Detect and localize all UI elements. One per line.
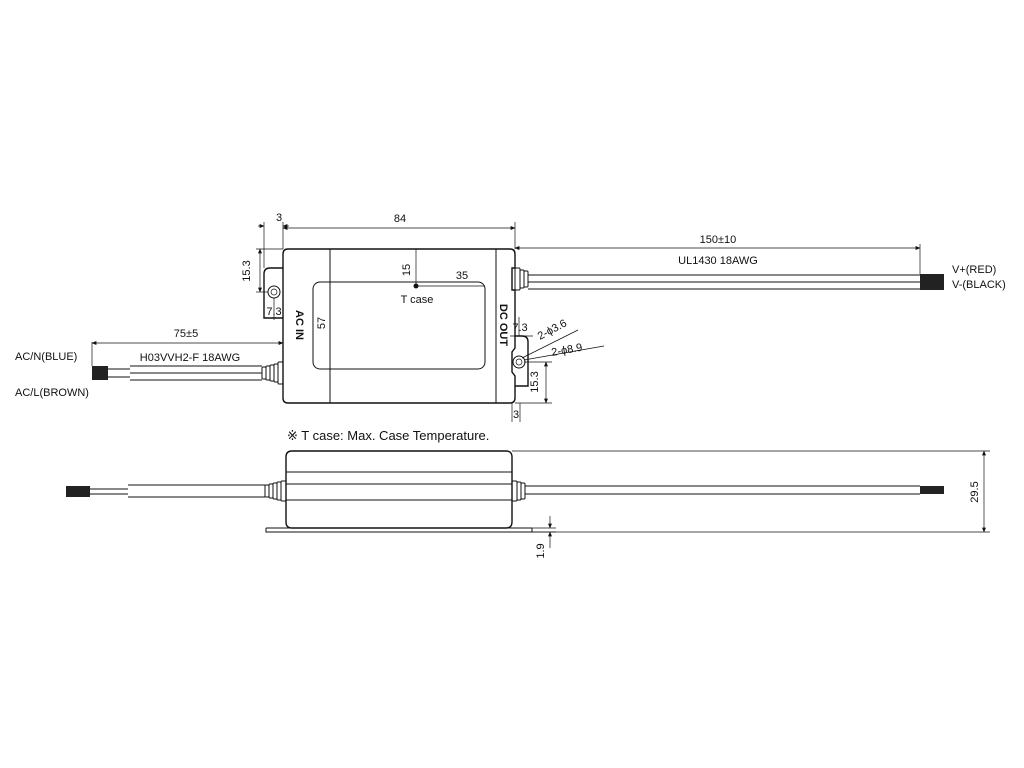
side-dc-cable <box>525 485 944 495</box>
side-dc-strain-relief <box>511 480 526 502</box>
ac-strain-relief <box>261 361 284 385</box>
v-plus-label: V+(RED) <box>952 264 996 276</box>
dc-strain-relief <box>514 267 529 291</box>
dim-hole-large: 2-ϕ8.9 <box>550 342 583 359</box>
dc-stripped-ends <box>920 274 944 290</box>
dim-ac-cable-length: 75±5 <box>174 328 198 340</box>
v-minus-label: V-(BLACK) <box>952 279 1006 291</box>
dim-left-hole-vertical: 15.3 <box>241 260 253 281</box>
right-mounting-hole-inner <box>515 358 523 366</box>
top-label-recess <box>312 281 486 370</box>
dim-tcase-vertical: 15 <box>401 264 413 276</box>
side-body-outline <box>285 450 513 529</box>
left-mounting-tab <box>263 267 283 319</box>
dc-cable-type: UL1430 18AWG <box>678 255 758 267</box>
dc-output-cable <box>528 274 944 290</box>
dim-tab-thickness: 1.9 <box>535 543 547 558</box>
dim-body-height: 57 <box>316 317 328 329</box>
ac-in-label: AC IN <box>293 310 305 340</box>
dim-hole-small: 2-ϕ3.6 <box>536 317 569 342</box>
ac-n-label: AC/N(BLUE) <box>15 351 77 363</box>
top-body-outline <box>282 248 516 404</box>
dim-body-length: 84 <box>394 213 406 225</box>
top-view: 3 84 150±10 UL1430 18AWG 15 35 T case 57… <box>15 212 1006 422</box>
side-ac-strain-relief <box>264 480 287 502</box>
dc-out-label: DC OUT <box>497 304 509 346</box>
ac-l-label: AC/L(BROWN) <box>15 387 89 399</box>
right-mounting-hole-outer <box>512 355 526 369</box>
dim-right-hole-horizontal: 7.3 <box>512 322 527 334</box>
tcase-label: T case <box>401 294 434 306</box>
side-ac-stripped-ends <box>66 486 90 497</box>
dim-left-hole-horizontal: 7.3 <box>266 306 281 318</box>
ac-stripped-ends <box>92 366 108 380</box>
side-dc-stripped-ends <box>920 486 944 494</box>
left-mounting-hole-outer <box>267 285 281 299</box>
ac-cable-type: H03VVH2-F 18AWG <box>140 352 240 364</box>
left-mounting-hole-inner <box>270 288 278 296</box>
side-mounting-flange <box>265 528 533 533</box>
dim-right-hole-vertical: 15.3 <box>529 371 541 392</box>
side-ac-cable <box>66 484 265 498</box>
dim-tab-width: 3 <box>276 212 282 224</box>
side-view: 29.5 1.9 <box>66 450 990 559</box>
dim-tcase-horizontal: 35 <box>456 270 468 282</box>
dim-side-height: 29.5 <box>969 481 981 502</box>
dim-right-tab-width: 3 <box>513 409 519 421</box>
dim-dc-cable-length: 150±10 <box>700 234 737 246</box>
tcase-note: ※ T case: Max. Case Temperature. <box>287 428 489 443</box>
ac-input-cable <box>92 365 262 381</box>
